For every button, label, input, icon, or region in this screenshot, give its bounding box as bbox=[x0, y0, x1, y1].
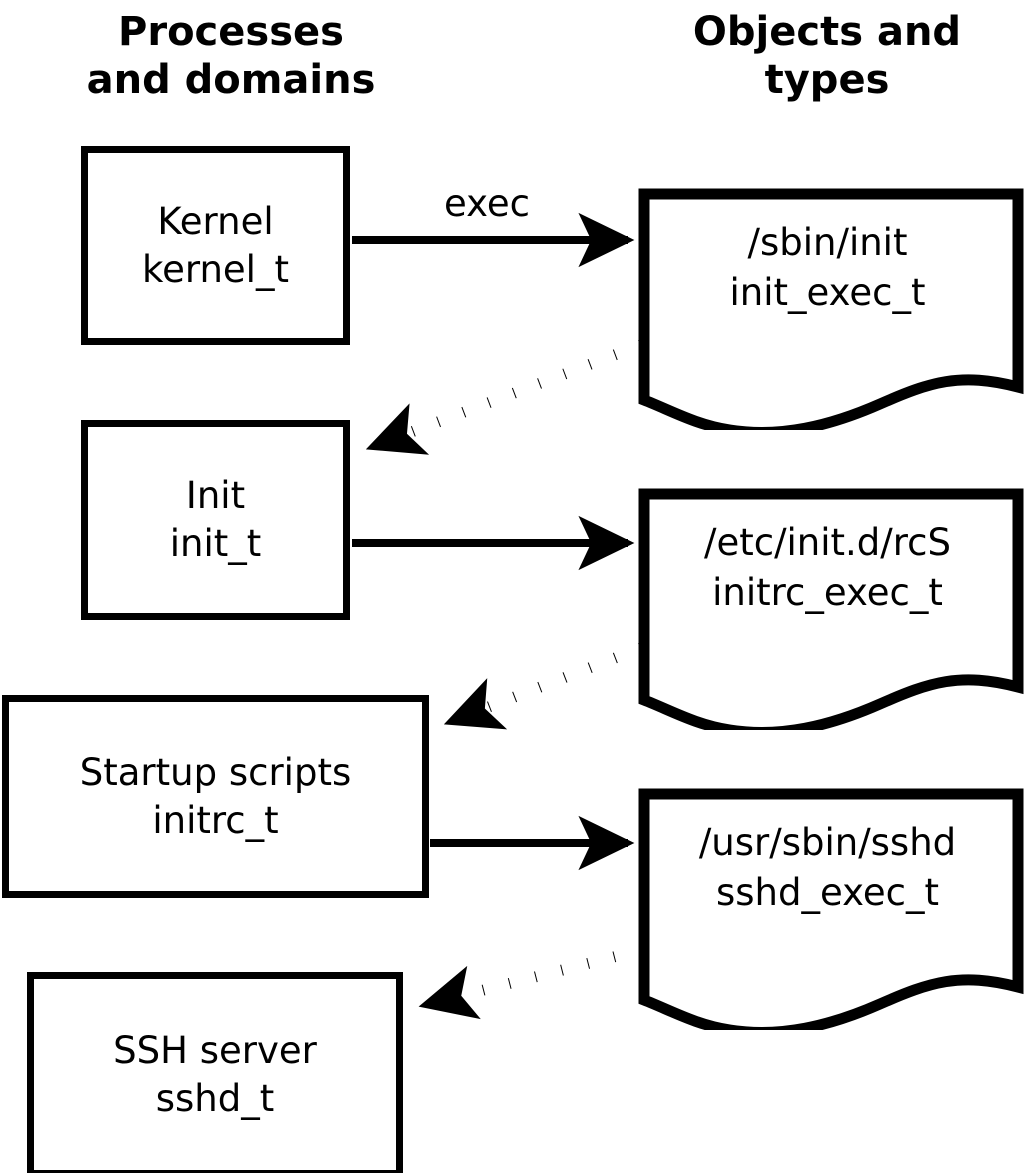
process-type-initrc: initrc_t bbox=[152, 798, 279, 842]
column-heading-processes: Processes and domains bbox=[86, 9, 376, 103]
object-path-sshd-exec: /usr/sbin/sshd bbox=[698, 821, 957, 864]
object-type-initrc-exec: initrc_exec_t bbox=[712, 571, 943, 614]
process-box-kernel[interactable]: Kernel kernel_t bbox=[81, 146, 350, 345]
object-shape-sshd-exec[interactable] bbox=[630, 782, 1024, 1030]
process-name-kernel: Kernel bbox=[157, 199, 274, 243]
object-shape-initrc-exec[interactable] bbox=[630, 482, 1024, 730]
column-heading-objects: Objects and types bbox=[692, 9, 962, 103]
edge-label-exec: exec bbox=[444, 182, 530, 225]
object-type-sshd-exec: sshd_exec_t bbox=[716, 871, 939, 914]
process-box-initrc[interactable]: Startup scripts initrc_t bbox=[2, 695, 429, 898]
process-name-init: Init bbox=[185, 474, 246, 517]
edge-sshd-transition bbox=[418, 944, 643, 1020]
process-box-sshd[interactable]: SSH server sshd_t bbox=[27, 972, 403, 1173]
object-shape-init-exec[interactable] bbox=[630, 182, 1024, 430]
process-name-sshd: SSH server bbox=[113, 1028, 317, 1072]
edge-initrc-transition bbox=[443, 642, 643, 730]
object-type-init-exec: init_exec_t bbox=[729, 271, 926, 314]
process-type-init: init_t bbox=[169, 522, 262, 565]
object-path-initrc-exec: /etc/init.d/rcS bbox=[703, 521, 951, 564]
object-path-init-exec: /sbin/init bbox=[747, 221, 908, 264]
process-box-init[interactable]: Init init_t bbox=[81, 420, 350, 620]
process-type-kernel: kernel_t bbox=[142, 247, 289, 291]
process-name-initrc: Startup scripts bbox=[79, 750, 352, 794]
edge-init-transition bbox=[365, 339, 643, 455]
process-type-sshd: sshd_t bbox=[155, 1076, 275, 1120]
